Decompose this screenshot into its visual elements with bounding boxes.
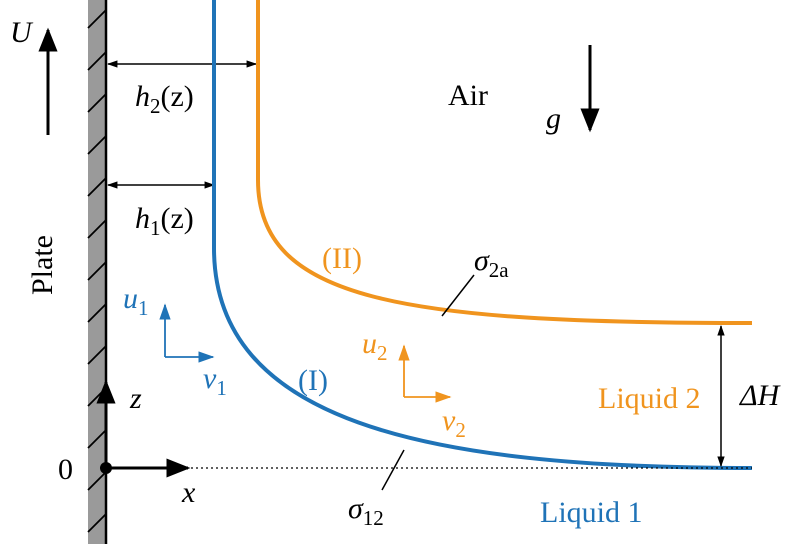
- plate-hatching: [87, 9, 107, 533]
- h2-label: h2(z): [135, 80, 194, 118]
- g-label: g: [546, 102, 561, 135]
- interface-i-liquid1-liquid2: [212, 0, 753, 470]
- plate-label: Plate: [26, 235, 59, 295]
- air-label: Air: [448, 79, 488, 112]
- origin-dot: [100, 462, 112, 474]
- region-ii-label: (II): [322, 242, 362, 275]
- sigma-2a-label: σ2a: [474, 244, 509, 282]
- v2-label: v2: [442, 404, 466, 442]
- plate-wall: [87, 0, 108, 544]
- h1-label: h1(z): [135, 202, 194, 240]
- u-label: U: [10, 16, 34, 49]
- x-axis-label: x: [181, 476, 196, 509]
- liquid-1-label: Liquid 1: [540, 496, 643, 529]
- sigma-12-leader: [381, 449, 405, 491]
- u1-label: u1: [123, 282, 149, 320]
- delta-h-label: ΔH: [739, 379, 782, 412]
- liquid-2-label: Liquid 2: [598, 382, 701, 415]
- sigma-2a-leader: [441, 274, 475, 317]
- region-i-label: (I): [298, 364, 328, 397]
- v1-label: v1: [203, 362, 227, 400]
- origin-label: 0: [58, 453, 73, 486]
- u2-label: u2: [362, 327, 388, 365]
- sigma-12-label: σ12: [348, 492, 384, 530]
- z-axis-label: z: [129, 382, 142, 415]
- interface-ii-liquid2-air: [256, 0, 753, 325]
